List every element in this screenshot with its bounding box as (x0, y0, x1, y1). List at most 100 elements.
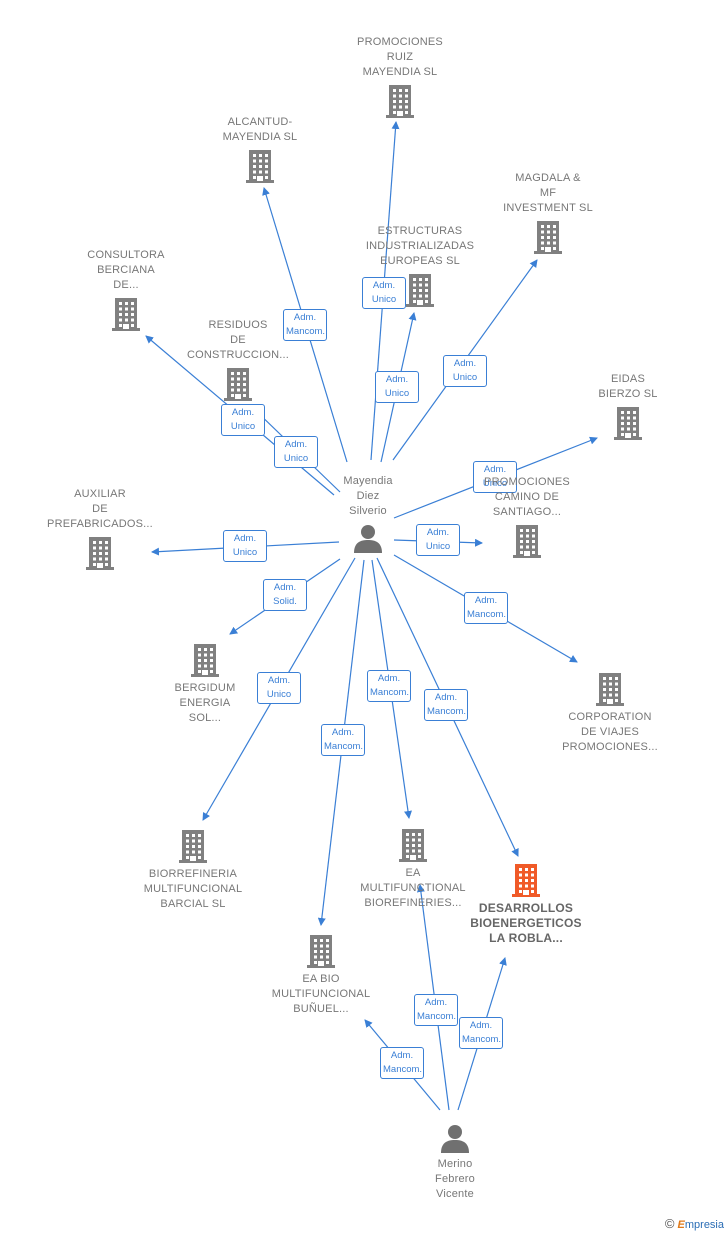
label-line: EIDAS (610, 373, 645, 385)
building-icon[interactable] (84, 536, 116, 575)
badge-line: Unico (425, 541, 451, 552)
label-line: MULTIFUNCIONAL (143, 883, 243, 895)
badge-line: Adm. (434, 692, 458, 703)
badge-line: Mancom. (467, 609, 507, 620)
label-line: PROMOCIONES... (562, 741, 658, 753)
edge-role-badge[interactable]: Adm.Unico (274, 436, 318, 468)
label-line: INDUSTRIALIZADAS (365, 240, 475, 252)
label-line: Mayendia (343, 475, 393, 487)
building-icon[interactable] (305, 934, 337, 973)
brand-logo-text: mpresia (684, 1219, 724, 1231)
edge-role-badge[interactable]: Adm.Solid. (263, 579, 307, 611)
copyright-symbol: © (664, 1216, 675, 1231)
badge-line: Mancom. (462, 1034, 502, 1045)
edge-role-badge[interactable]: Adm.Mancom. (414, 994, 458, 1026)
building-icon[interactable] (612, 406, 644, 445)
label-line: Vicente (436, 1188, 474, 1200)
building-icon[interactable] (189, 643, 221, 682)
edge-role-badge[interactable]: Adm.Unico (375, 371, 419, 403)
edge-role-badge[interactable]: Adm.Mancom. (380, 1047, 424, 1079)
edge-role-badge[interactable]: Adm. Mancom. (464, 592, 508, 624)
label-line: ALCANTUD- (227, 116, 293, 128)
badge-line: Adm. (377, 673, 401, 684)
building-icon[interactable] (384, 84, 416, 123)
building-icon[interactable] (397, 828, 429, 867)
edge-role-badge[interactable]: Adm.Unico (443, 355, 487, 387)
label-line: Diez (356, 490, 380, 502)
edge-role-badge[interactable]: Adm.Mancom. (367, 670, 411, 702)
building-icon[interactable] (511, 524, 543, 563)
label-line: RUIZ (386, 51, 414, 63)
badge-line: Mancom. (417, 1011, 457, 1022)
label-line: Febrero (435, 1173, 475, 1185)
building-icon[interactable] (510, 863, 542, 902)
edge-role-badge[interactable]: Adm.Mancom. (321, 724, 365, 756)
badge-line: Unico (232, 547, 258, 558)
label-line: BIERZO SL (598, 388, 658, 400)
label-line: BUÑUEL... (293, 1003, 349, 1015)
edge-role-badge[interactable]: Adm.Unico (257, 672, 301, 704)
badge-line: Adm. (453, 358, 477, 369)
label-line: BARCIAL SL (160, 898, 226, 910)
building-icon[interactable] (222, 367, 254, 406)
label-line: BIORREFINERIA (148, 868, 238, 880)
edge-role-badge[interactable]: Adm.Unico (416, 524, 460, 556)
label-line: DESARROLLOS (478, 901, 574, 915)
badge-line: Adm. (233, 533, 257, 544)
label-line: EA BIO (302, 973, 340, 985)
building-icon[interactable] (244, 149, 276, 188)
badge-line: Mancom. (324, 741, 364, 752)
label-line: MAGDALA & (515, 172, 581, 184)
label-line: DE... (113, 279, 139, 291)
badge-line: Adm. (474, 595, 498, 606)
company-label[interactable]: BIORREFINERIA MULTIFUNCIONAL BARCIAL SL (123, 867, 263, 912)
person-icon[interactable] (440, 1123, 470, 1158)
edge-role-badge[interactable]: Adm.Mancom. (283, 309, 327, 341)
building-icon[interactable] (594, 672, 626, 711)
edge-role-badge[interactable]: Adm.Unico (362, 277, 406, 309)
label-line: CAMINO DE (494, 491, 560, 503)
label-line: CONSTRUCCION... (187, 349, 289, 361)
label-line: ENERGIA (179, 697, 231, 709)
company-label[interactable]: EIDAS BIERZO SL (558, 372, 698, 402)
company-label[interactable]: PROMOCIONES CAMINO DE SANTIAGO... (457, 475, 597, 520)
badge-line: Mancom. (427, 706, 467, 717)
edge-role-badge[interactable]: Adm.Unico (221, 404, 265, 436)
brand-logo-letter: E (677, 1219, 685, 1231)
badge-line: Unico (283, 453, 309, 464)
edge-role-badge[interactable]: Adm.Mancom. (459, 1017, 503, 1049)
badge-line: Adm. (231, 407, 255, 418)
company-label[interactable]: ALCANTUD-MAYENDIA SL (190, 115, 330, 145)
label-line: BIOREFINERIES... (364, 897, 462, 909)
label-line: PREFABRICADOS... (47, 518, 153, 530)
building-icon[interactable] (177, 829, 209, 868)
building-icon[interactable] (532, 220, 564, 259)
label-line: SANTIAGO... (492, 506, 562, 518)
edge-role-badge[interactable]: Adm. Unico (223, 530, 267, 562)
label-line: Merino (437, 1158, 473, 1170)
building-icon[interactable] (110, 297, 142, 336)
label-line: DE (92, 503, 108, 515)
building-icon[interactable] (404, 273, 436, 312)
label-line: PROMOCIONES (484, 476, 570, 488)
label-line: RESIDUOS (208, 319, 268, 331)
edge-role-badge[interactable]: Adm.Unico (473, 461, 517, 493)
label-line: SOL... (188, 712, 222, 724)
person-icon[interactable] (353, 523, 383, 558)
edge-role-badge[interactable]: Adm. Mancom. (424, 689, 468, 721)
badge-line: Unico (371, 294, 397, 305)
